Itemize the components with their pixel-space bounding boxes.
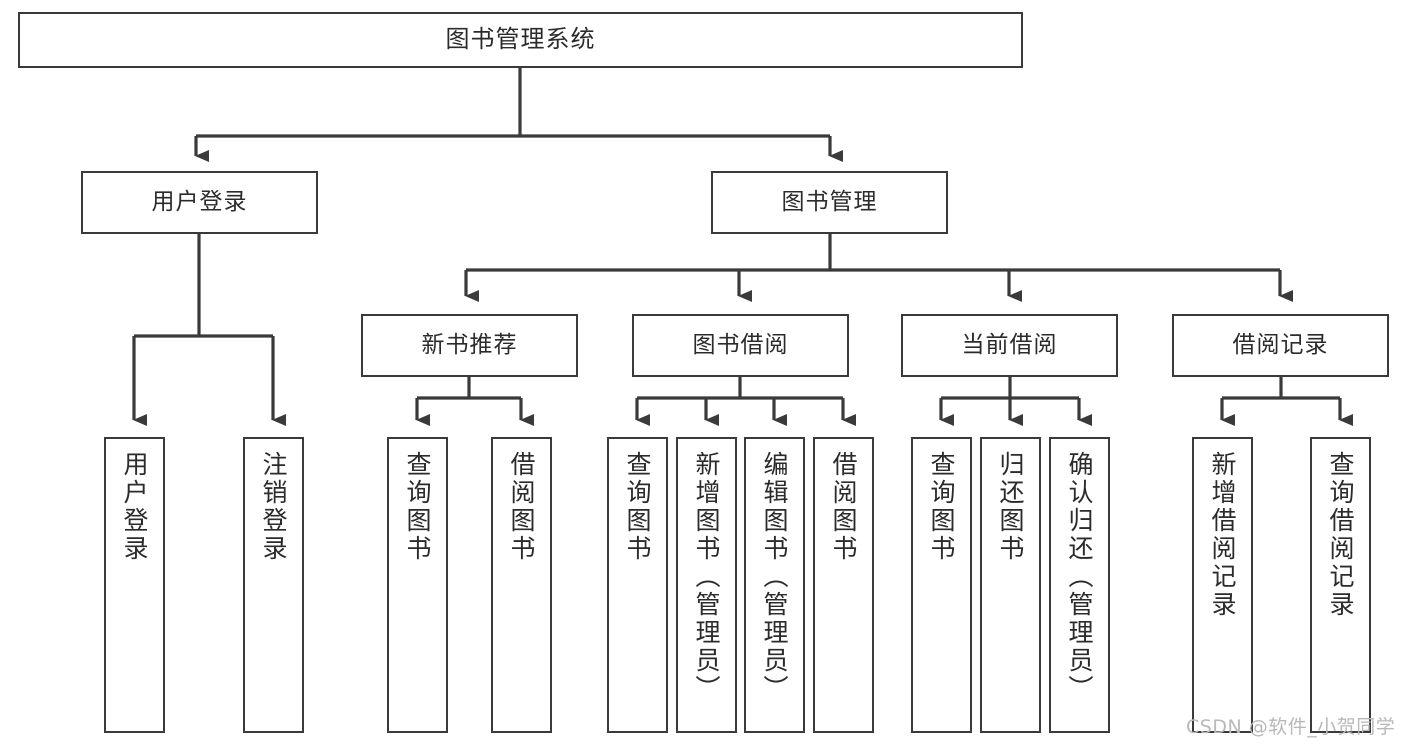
leaf-current-borrow-1[interactable]: 查询图书 (911, 437, 972, 733)
node-user-login-label: 用户登录 (151, 189, 248, 216)
node-new-book-recommend[interactable]: 新书推荐 (361, 314, 578, 377)
leaf-borrow-record-1-label: 新增借阅记录 (1208, 451, 1237, 619)
node-book-management-label: 图书管理 (781, 189, 878, 216)
leaf-book-borrow-2[interactable]: 新增图书（管理员） (676, 437, 737, 733)
leaf-book-borrow-3[interactable]: 编辑图书（管理员） (744, 437, 805, 733)
leaf-borrow-record-1[interactable]: 新增借阅记录 (1192, 437, 1253, 733)
leaf-user-login-1[interactable]: 用户登录 (104, 437, 165, 733)
leaf-new-book-2[interactable]: 借阅图书 (491, 437, 552, 733)
node-new-book-recommend-label: 新书推荐 (421, 332, 518, 359)
leaf-user-login-2-label: 注销登录 (259, 451, 288, 563)
leaf-book-borrow-2-label: 新增图书（管理员） (692, 451, 721, 703)
node-root-label: 图书管理系统 (445, 25, 596, 54)
leaf-current-borrow-1-label: 查询图书 (927, 451, 956, 563)
leaf-borrow-record-2-label: 查询借阅记录 (1326, 451, 1355, 619)
leaf-book-borrow-1[interactable]: 查询图书 (607, 437, 668, 733)
leaf-user-login-2[interactable]: 注销登录 (243, 437, 304, 733)
leaf-book-borrow-4[interactable]: 借阅图书 (813, 437, 874, 733)
leaf-current-borrow-3[interactable]: 确认归还（管理员） (1049, 437, 1110, 733)
leaf-new-book-1-label: 查询图书 (403, 451, 432, 563)
node-book-borrow[interactable]: 图书借阅 (632, 314, 849, 377)
node-root[interactable]: 图书管理系统 (18, 12, 1023, 68)
node-book-borrow-label: 图书借阅 (692, 332, 789, 359)
leaf-user-login-1-label: 用户登录 (120, 451, 149, 563)
node-current-borrow-label: 当前借阅 (961, 332, 1058, 359)
node-borrow-record[interactable]: 借阅记录 (1172, 314, 1389, 377)
node-borrow-record-label: 借阅记录 (1232, 332, 1329, 359)
leaf-book-borrow-3-label: 编辑图书（管理员） (760, 451, 789, 703)
node-book-management[interactable]: 图书管理 (711, 171, 948, 234)
leaf-current-borrow-2-label: 归还图书 (996, 451, 1025, 563)
leaf-book-borrow-1-label: 查询图书 (623, 451, 652, 563)
leaf-new-book-1[interactable]: 查询图书 (387, 437, 448, 733)
leaf-current-borrow-3-label: 确认归还（管理员） (1065, 451, 1094, 703)
node-current-borrow[interactable]: 当前借阅 (901, 314, 1118, 377)
leaf-borrow-record-2[interactable]: 查询借阅记录 (1310, 437, 1371, 733)
leaf-new-book-2-label: 借阅图书 (507, 451, 536, 563)
node-user-login[interactable]: 用户登录 (81, 171, 318, 234)
leaf-book-borrow-4-label: 借阅图书 (829, 451, 858, 563)
leaf-current-borrow-2[interactable]: 归还图书 (980, 437, 1041, 733)
